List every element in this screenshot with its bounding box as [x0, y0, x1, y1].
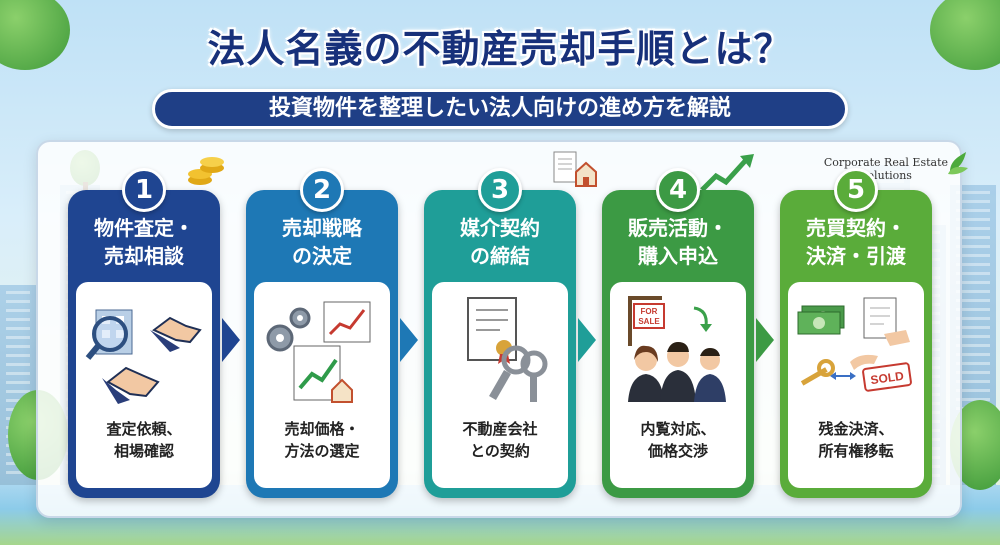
step-description: 残金決済、 所有権移転: [788, 418, 924, 462]
coins-icon: [188, 157, 224, 185]
step-desc-line2: 方法の選定: [284, 442, 360, 460]
step-title: 売却戦略 の決定: [246, 214, 398, 270]
step-desc-line2: との契約: [470, 442, 530, 460]
brand-line1: Corporate Real Estate: [823, 156, 948, 169]
step-title-line2: 決済・引渡: [806, 244, 906, 268]
page-title: 法人名義の不動産売却手順とは？: [207, 27, 793, 71]
leaf-logo-icon: [948, 152, 968, 175]
step-title-line2: 売却相談: [104, 244, 184, 268]
step-desc-line1: 不動産会社: [462, 420, 538, 438]
step-title-line1: 売却戦略: [282, 216, 362, 240]
step-body: 査定依頼、 相場確認: [76, 282, 212, 488]
step-title-line2: 購入申込: [638, 244, 718, 268]
svg-text:FOR: FOR: [641, 307, 658, 316]
step-number-badge: 2: [300, 168, 344, 212]
step-title: 媒介契約 の締結: [424, 214, 576, 270]
svg-text:SOLD: SOLD: [870, 369, 905, 388]
step-number-badge: 3: [478, 168, 522, 212]
step-title-line2: の決定: [292, 244, 352, 268]
step5-illustration: SOLD: [797, 297, 912, 392]
step-description: 内覧対応、 価格交渉: [610, 418, 746, 462]
document-house-icon: [553, 151, 597, 187]
step-card: 売買契約・ 決済・引渡 SOLD 残金決済、 所有権移転: [780, 190, 932, 498]
step2-illustration: [266, 301, 371, 403]
step-arrow-icon: [400, 318, 418, 362]
step-2: 売却戦略 の決定 売却価格・ 方法の選定 2: [246, 168, 398, 498]
step-desc-line2: 価格交渉: [647, 442, 708, 460]
step-title-line1: 物件査定・: [94, 216, 194, 240]
step-1: 物件査定・ 売却相談 査定依頼、 相場確認 1: [68, 168, 220, 498]
step-desc-line1: 売却価格・: [284, 420, 360, 438]
step-desc-line2: 所有権移転: [818, 442, 894, 460]
step-title-line1: 販売活動・: [628, 216, 728, 240]
step-title: 販売活動・ 購入申込: [602, 214, 754, 270]
step-5: 売買契約・ 決済・引渡 SOLD 残金決済、 所有権移転 5: [780, 168, 932, 498]
step-body: SOLD 残金決済、 所有権移転: [788, 282, 924, 488]
step-desc-line2: 相場確認: [113, 442, 174, 460]
step-description: 売却価格・ 方法の選定: [254, 418, 390, 462]
step-desc-line1: 内覧対応、: [640, 420, 716, 438]
step-body: 不動産会社 との契約: [432, 282, 568, 488]
step-4: 販売活動・ 購入申込 FOR SALE 内覧対応、 価格交渉 4: [602, 168, 754, 498]
step-card: 販売活動・ 購入申込 FOR SALE 内覧対応、 価格交渉: [602, 190, 754, 498]
step-card: 物件査定・ 売却相談 査定依頼、 相場確認: [68, 190, 220, 498]
step-title-line1: 媒介契約: [460, 216, 540, 240]
step-desc-line1: 残金決済、: [818, 420, 894, 438]
step-body: 売却価格・ 方法の選定: [254, 282, 390, 488]
step-arrow-icon: [756, 318, 774, 362]
step4-illustration: FOR SALE: [628, 296, 726, 402]
growth-arrow-icon: [700, 154, 754, 192]
step-description: 査定依頼、 相場確認: [76, 418, 212, 462]
svg-text:SALE: SALE: [638, 317, 660, 326]
step-arrow-icon: [222, 318, 240, 362]
step-number-badge: 5: [834, 168, 878, 212]
step-arrow-icon: [578, 318, 596, 362]
step-body: FOR SALE 内覧対応、 価格交渉: [610, 282, 746, 488]
step3-illustration: [467, 297, 548, 402]
step-3: 媒介契約 の締結 不動産会社 との契約 3: [424, 168, 576, 498]
step-title: 物件査定・ 売却相談: [68, 214, 220, 270]
step-desc-line1: 査定依頼、: [106, 420, 182, 438]
step-title-line1: 売買契約・: [806, 216, 906, 240]
step-description: 不動産会社 との契約: [432, 418, 568, 462]
step-number-badge: 4: [656, 168, 700, 212]
step-title-line2: の締結: [470, 244, 530, 268]
page-subtitle: 投資物件を整理したい法人向けの進め方を解説: [152, 89, 848, 129]
step-card: 売却戦略 の決定 売却価格・ 方法の選定: [246, 190, 398, 498]
step1-illustration: [85, 309, 202, 404]
step-number-badge: 1: [122, 168, 166, 212]
step-title: 売買契約・ 決済・引渡: [780, 214, 932, 270]
step-card: 媒介契約 の締結 不動産会社 との契約: [424, 190, 576, 498]
